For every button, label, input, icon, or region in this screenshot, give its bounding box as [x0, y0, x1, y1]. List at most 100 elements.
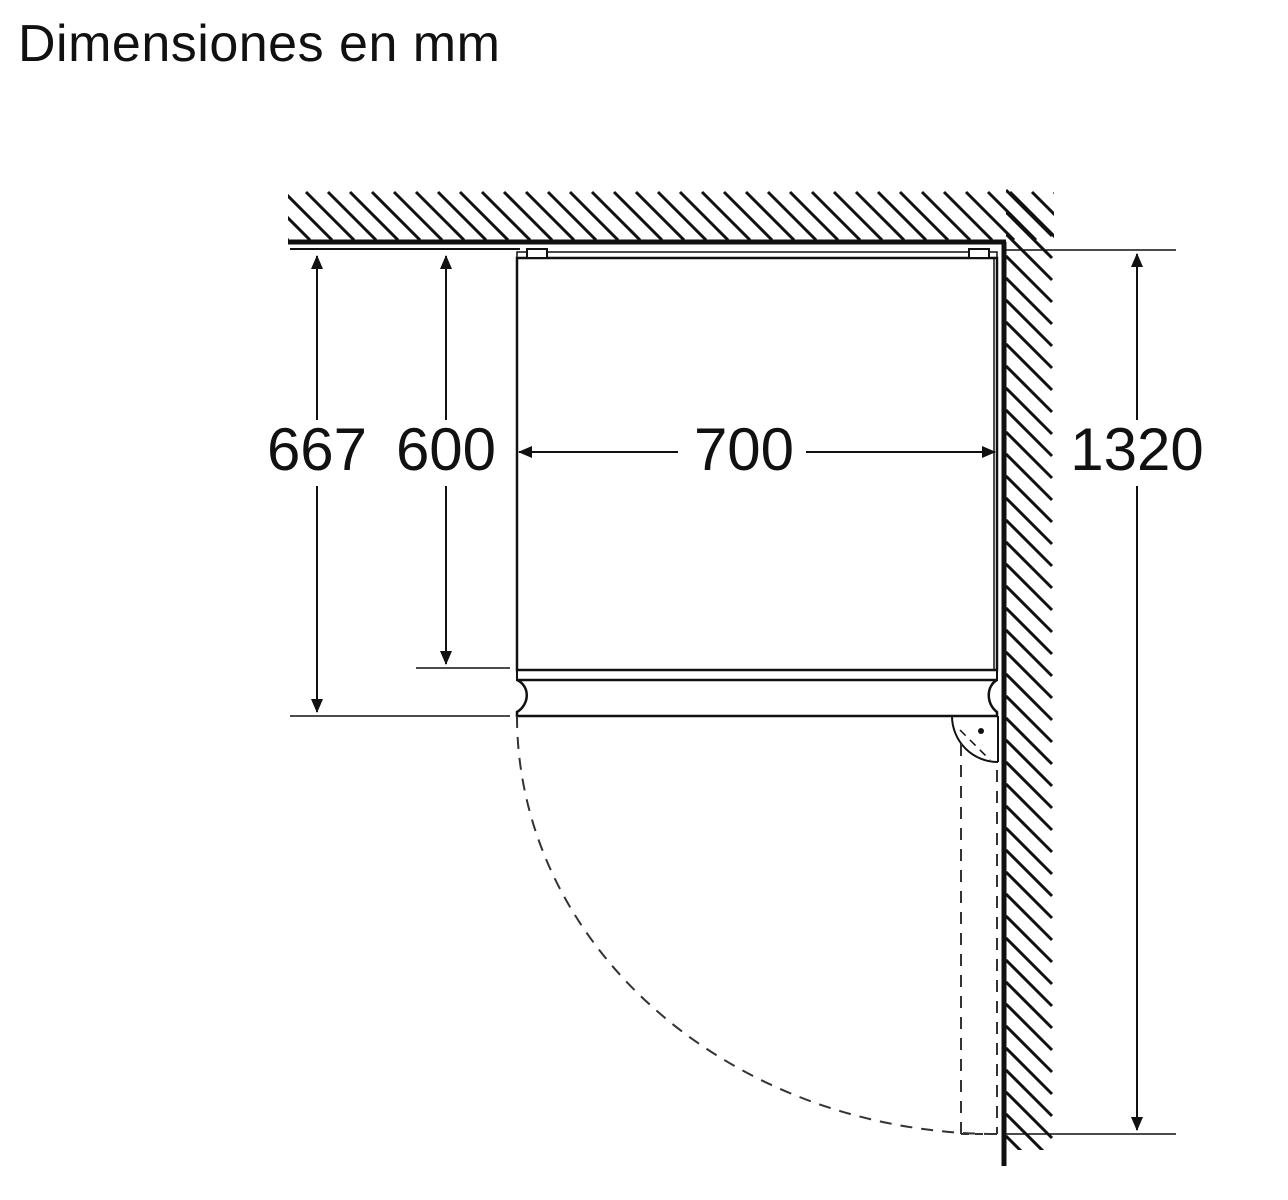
hatch-line	[480, 190, 532, 240]
hatch-line	[1006, 782, 1054, 832]
hatch-line	[1006, 496, 1054, 546]
hatch-line	[1006, 232, 1054, 282]
hatch-line	[678, 190, 730, 240]
hatch-line	[1006, 1024, 1054, 1074]
hatch-line	[1006, 870, 1054, 920]
hatch-line	[1006, 430, 1054, 480]
diagram-title: Dimensiones en mm	[18, 15, 501, 73]
hatch-line	[920, 190, 972, 240]
hatch-line	[1006, 254, 1054, 304]
top-wall-hatching	[288, 190, 1124, 240]
hatch-line	[1006, 892, 1054, 942]
hatch-line	[1006, 848, 1054, 898]
hatch-line	[1006, 276, 1054, 326]
appliance-top-strip	[516, 251, 998, 259]
hatch-line	[392, 190, 444, 240]
hatch-line	[1006, 474, 1054, 524]
hinge-detail	[951, 715, 999, 763]
hatch-line	[1006, 1068, 1054, 1118]
hatch-line	[1006, 188, 1054, 238]
door-handle-profile	[515, 678, 999, 718]
hatch-line	[898, 190, 950, 240]
hatch-line	[1006, 1134, 1023, 1150]
dim-label-700: 700	[694, 416, 794, 483]
hatch-line	[1006, 210, 1054, 260]
door-swing-arc	[516, 715, 998, 1135]
hatch-line	[612, 190, 664, 240]
hatch-line	[1006, 1002, 1054, 1052]
hatch-line	[288, 237, 290, 240]
hatch-line	[1006, 914, 1054, 964]
hatch-line	[1006, 1046, 1054, 1096]
dim-label-667: 667	[267, 416, 367, 483]
hatch-line	[942, 190, 994, 240]
dim-label-600: 600	[396, 416, 496, 483]
door-panel	[516, 669, 998, 681]
hatch-line	[744, 190, 796, 240]
hatch-line	[1006, 672, 1054, 722]
hatch-line	[1030, 190, 1054, 217]
hatch-line	[1006, 936, 1054, 986]
left-spacer	[526, 248, 548, 259]
hatch-line	[568, 190, 620, 240]
hatch-line	[1006, 606, 1054, 656]
hatch-line	[1006, 364, 1054, 414]
hatch-line	[1006, 980, 1054, 1030]
hatch-line	[1006, 1180, 1052, 1200]
hatch-line	[546, 190, 598, 240]
hatch-line	[1006, 584, 1054, 634]
hatch-line	[370, 190, 422, 240]
hatch-line	[964, 190, 1016, 240]
hatch-line	[656, 190, 708, 240]
hatch-line	[1006, 804, 1054, 854]
hatch-line	[326, 190, 378, 240]
hatch-line	[1006, 716, 1054, 766]
hatch-line	[1052, 192, 1054, 195]
hatch-line	[1006, 518, 1054, 568]
hatch-line	[1006, 738, 1054, 788]
hatch-line	[1006, 320, 1054, 370]
hatch-line	[1006, 628, 1054, 678]
hatch-line	[810, 190, 862, 240]
hatch-line	[590, 190, 642, 240]
hatch-line	[1006, 298, 1054, 348]
right-spacer	[968, 248, 990, 259]
hatch-line	[722, 190, 774, 240]
hatch-line	[288, 215, 312, 240]
dim-label-1320: 1320	[1070, 416, 1203, 483]
hatch-line	[348, 190, 400, 240]
hatch-line	[876, 190, 928, 240]
hinge-pivot	[978, 728, 984, 734]
hatch-line	[634, 190, 686, 240]
hatch-line	[304, 190, 356, 240]
hatch-line	[1076, 192, 1124, 240]
hatch-line	[766, 190, 818, 240]
hatch-line	[854, 190, 906, 240]
side-wall-hatching	[1006, 188, 1054, 1200]
hatch-line	[288, 193, 334, 240]
hatch-line	[1006, 452, 1054, 502]
hatch-line	[1006, 408, 1054, 458]
hatch-line	[832, 190, 884, 240]
hatch-line	[1006, 694, 1054, 744]
hatch-line	[1006, 386, 1054, 436]
hatch-line	[414, 190, 466, 240]
hatch-line	[1006, 562, 1054, 612]
hatch-line	[1006, 650, 1054, 700]
hatch-line	[502, 190, 554, 240]
hatch-line	[524, 190, 576, 240]
hatch-line	[1006, 760, 1054, 810]
hatch-line	[1006, 342, 1054, 392]
hatch-line	[1006, 1090, 1054, 1140]
hatch-line	[1006, 958, 1054, 1008]
hatch-line	[458, 190, 510, 240]
hatch-line	[1006, 1158, 1052, 1200]
hinge-dash-diagonal	[959, 729, 991, 761]
hatch-line	[1006, 1112, 1045, 1150]
hatch-line	[1006, 540, 1054, 590]
hatch-line	[788, 190, 840, 240]
hatch-line	[700, 190, 752, 240]
hatch-line	[436, 190, 488, 240]
hatch-line	[1006, 826, 1054, 876]
